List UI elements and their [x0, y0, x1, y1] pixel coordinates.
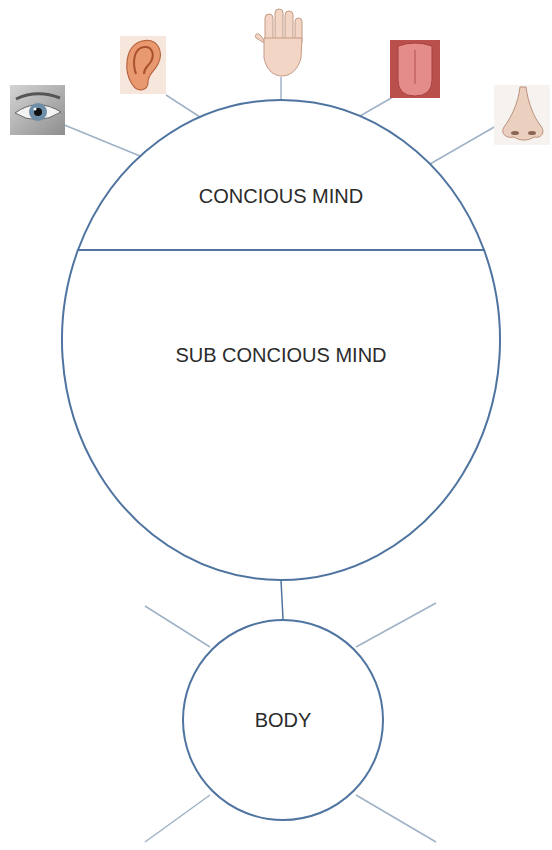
node-label: CONCIOUS MIND: [62, 184, 500, 208]
sense-line: [430, 126, 496, 164]
body-rays: [145, 603, 436, 842]
node-label: SUB CONCIOUS MIND: [62, 343, 500, 367]
eye-icon: [10, 85, 65, 135]
outline-path: [183, 620, 383, 820]
body-ray: [356, 603, 436, 647]
node-label: BODY: [182, 708, 384, 732]
hand-icon: [255, 9, 302, 76]
connector-line: [281, 580, 283, 619]
conscious-region: CONCIOUS MIND: [62, 100, 500, 250]
tongue-icon: [390, 40, 440, 98]
subconscious-region: SUB CONCIOUS MIND: [62, 250, 500, 580]
body-ray: [145, 795, 210, 842]
outline-path: [62, 250, 500, 580]
body-circle: BODY: [182, 619, 384, 821]
body-ray: [145, 606, 210, 647]
sense-line: [360, 97, 393, 116]
body-ray: [356, 795, 436, 842]
node-outline: [62, 100, 500, 250]
outline-path: [78, 100, 484, 250]
sense-line: [166, 95, 200, 117]
node-outline: [62, 250, 500, 580]
nose-icon: [494, 85, 550, 145]
sense-line: [280, 77, 282, 100]
ear-icon: [120, 36, 166, 94]
sense-line: [62, 124, 140, 156]
